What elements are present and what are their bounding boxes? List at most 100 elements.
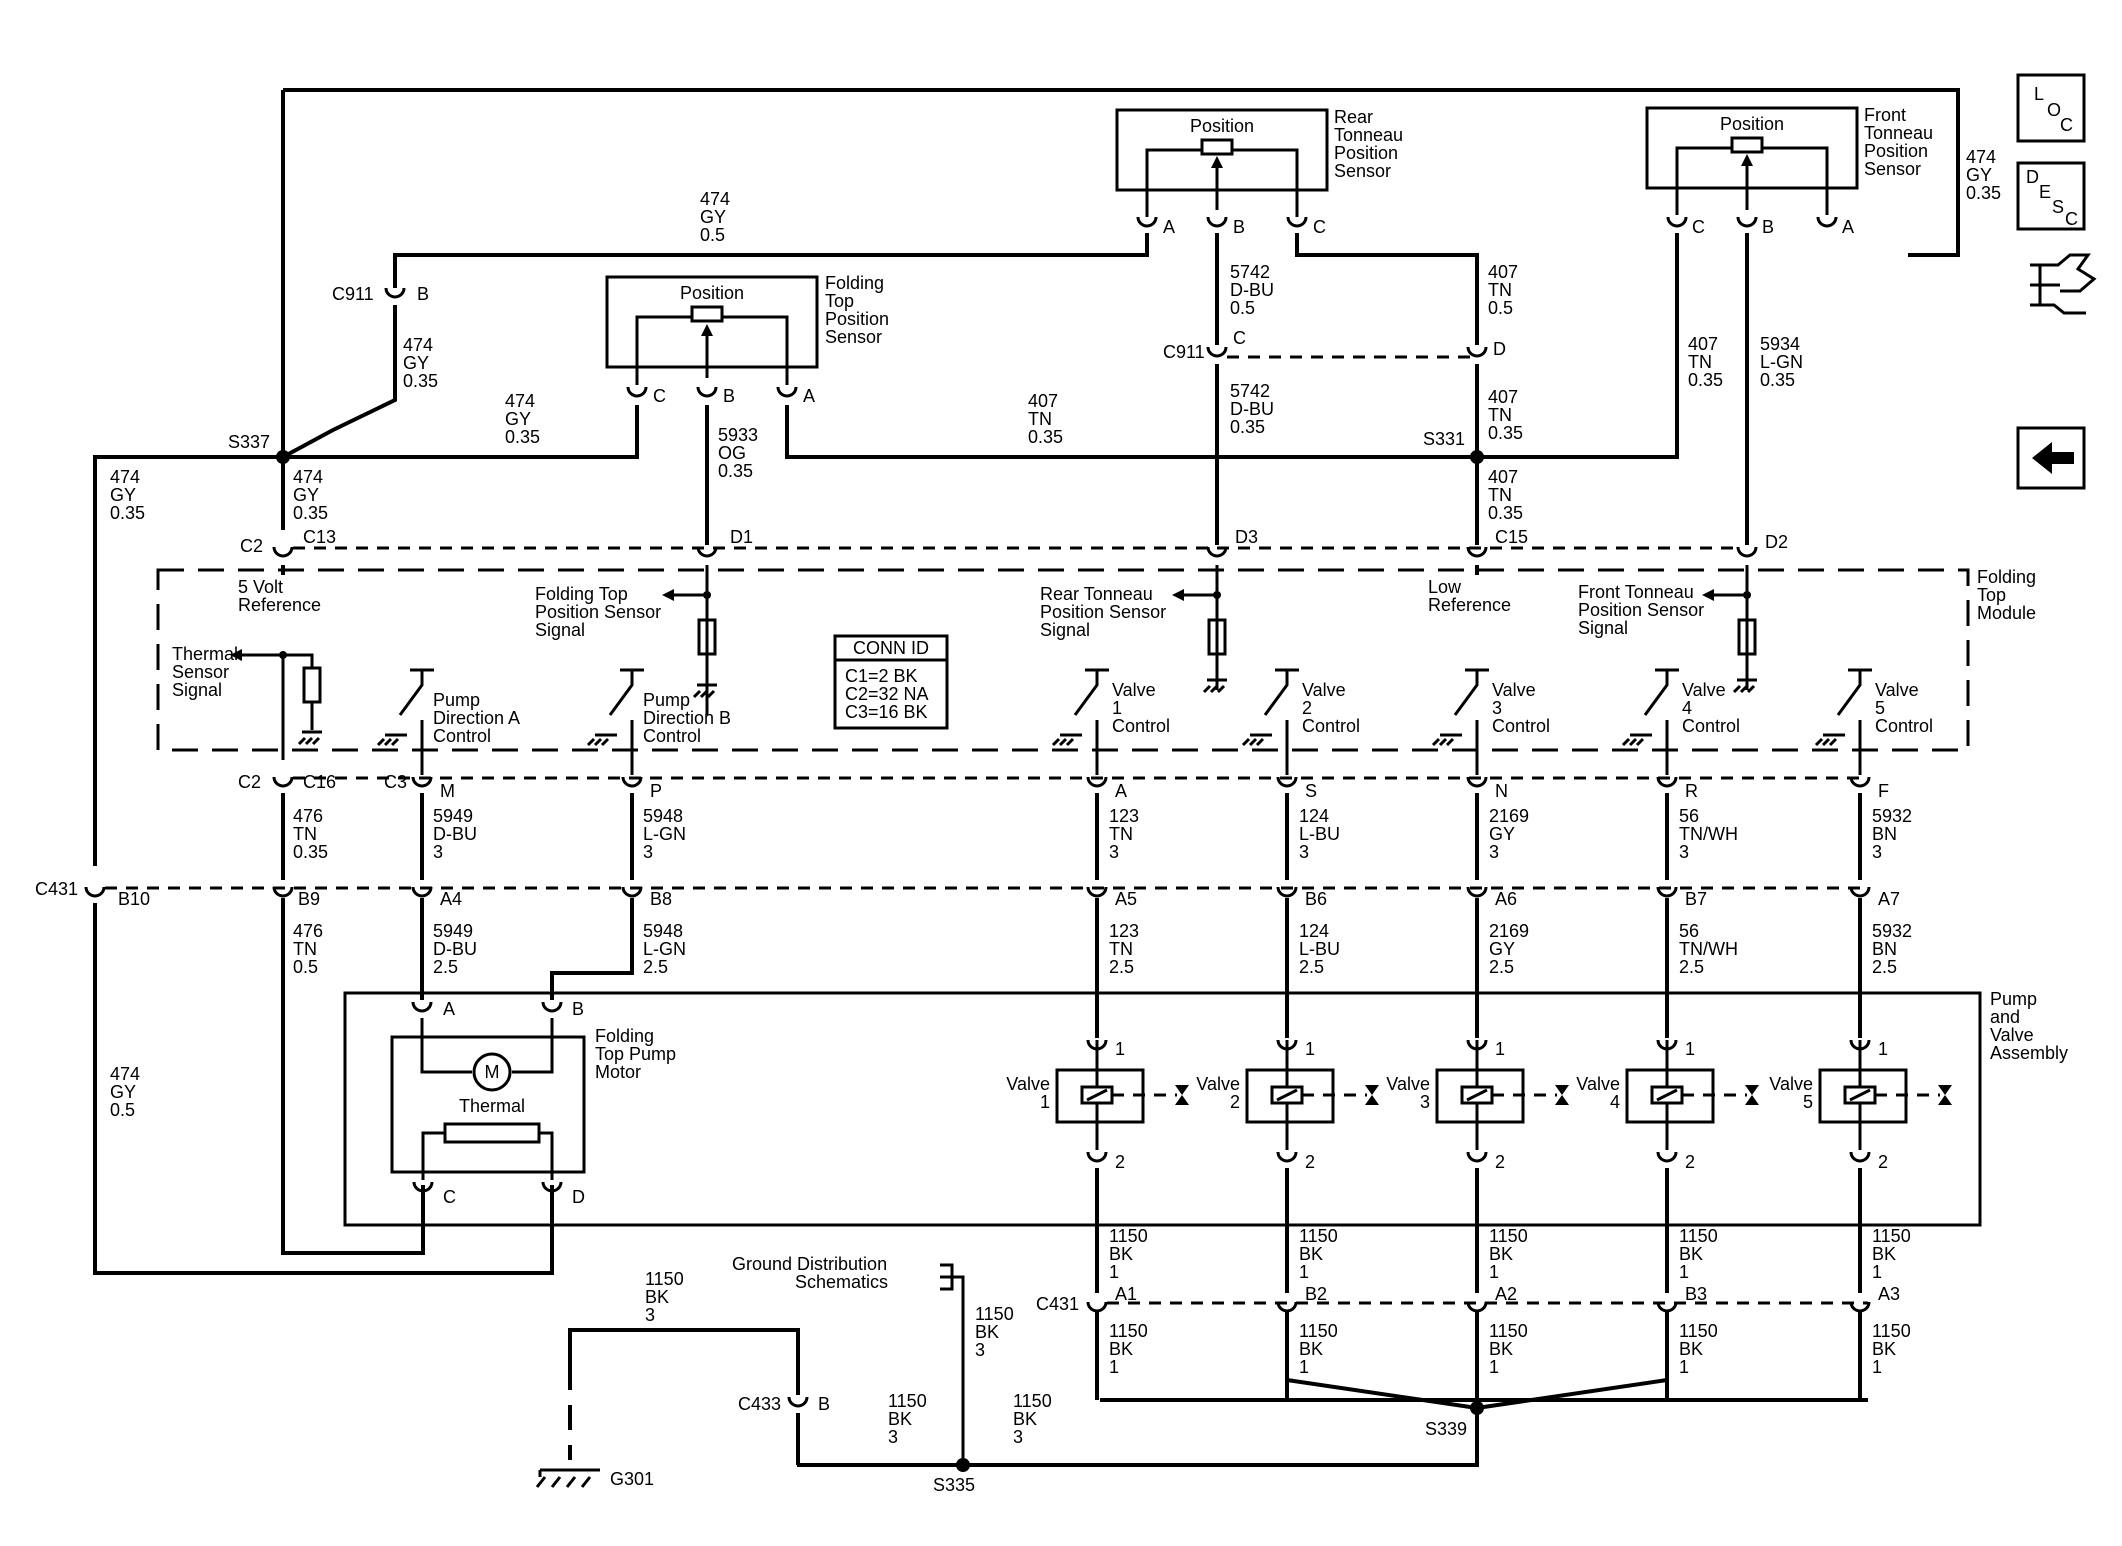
svg-text:0.35: 0.35 <box>1760 370 1795 390</box>
connector-hand-icon[interactable] <box>2030 253 2097 315</box>
svg-text:5949: 5949 <box>433 806 473 826</box>
svg-text:407: 407 <box>1028 391 1058 411</box>
svg-text:Signal: Signal <box>1040 620 1090 640</box>
svg-text:0.35: 0.35 <box>403 371 438 391</box>
svg-text:Signal: Signal <box>1578 618 1628 638</box>
wire-label: 56 <box>1679 921 1699 941</box>
svg-text:BK: BK <box>975 1322 999 1342</box>
module-bottom-connectors: C2 C16 C3 M P <box>238 772 1868 801</box>
svg-text:3: 3 <box>433 842 443 862</box>
wire-label: 1 <box>1872 1262 1882 1282</box>
svg-text:Motor: Motor <box>595 1062 641 1082</box>
wire-label: BK <box>1679 1339 1703 1359</box>
valve-name: 4 <box>1610 1092 1620 1112</box>
svg-text:GY: GY <box>110 485 136 505</box>
wire-label: 124 <box>1299 806 1329 826</box>
svg-text:3: 3 <box>645 1305 655 1325</box>
svg-text:474: 474 <box>293 467 323 487</box>
svg-text:0.35: 0.35 <box>110 503 145 523</box>
svg-text:Sensor: Sensor <box>825 327 882 347</box>
wire-label: 1150 <box>1489 1226 1528 1246</box>
wire-5949: 5949 D-BU 3 5949 D-BU 2.5 <box>420 793 477 1000</box>
svg-text:TN: TN <box>1028 409 1052 429</box>
svg-text:C13: C13 <box>303 527 336 547</box>
svg-text:0.35: 0.35 <box>293 842 328 862</box>
svg-text:C431: C431 <box>1036 1294 1079 1314</box>
wire-label: 2.5 <box>1489 957 1514 977</box>
svg-text:Tonneau: Tonneau <box>1864 123 1933 143</box>
svg-text:Assembly: Assembly <box>1990 1043 2068 1063</box>
wire-label: 5932 <box>1872 806 1912 826</box>
svg-text:C: C <box>2060 115 2073 135</box>
svg-text:Folding: Folding <box>595 1026 654 1046</box>
svg-text:5948: 5948 <box>643 921 683 941</box>
svg-text:BK: BK <box>1013 1409 1037 1429</box>
desc-button[interactable]: D E S C <box>2016 161 2086 231</box>
svg-text:0.35: 0.35 <box>1488 503 1523 523</box>
wire-label-474-front: 474 GY 0.35 <box>1966 147 2001 203</box>
svg-text:Front Tonneau: Front Tonneau <box>1578 582 1694 602</box>
valve-control-label: 2 <box>1302 698 1312 718</box>
svg-text:B: B <box>818 1394 830 1414</box>
svg-text:Folding: Folding <box>1977 567 2036 587</box>
folding-top-pump-motor: M Thermal A B C D Folding Top Pump Motor <box>390 999 676 1207</box>
svg-text:Top Pump: Top Pump <box>595 1044 676 1064</box>
svg-text:P: P <box>650 781 662 801</box>
c431-pin-label: A7 <box>1878 889 1900 909</box>
svg-text:E: E <box>2039 182 2051 202</box>
valves-group: Valve1ControlA123TN3A5123TN2.51Valve1211… <box>1006 668 1952 1400</box>
svg-text:Direction B: Direction B <box>643 708 731 728</box>
wire-label: 3 <box>1109 842 1119 862</box>
svg-text:Position: Position <box>1334 143 1398 163</box>
svg-text:Rear: Rear <box>1334 107 1373 127</box>
svg-text:A: A <box>1163 217 1175 237</box>
wire-474-top <box>281 88 1960 457</box>
svg-text:GY: GY <box>505 409 531 429</box>
svg-text:C2: C2 <box>238 772 261 792</box>
wire-474-s337-bus: S337 474 GY 0.35 474 GY 0.35 474 GY 0.35 <box>93 391 639 866</box>
wire-label: TN <box>1109 824 1133 844</box>
valve-pin-label: 1 <box>1685 1039 1695 1059</box>
back-arrow-button[interactable] <box>2016 426 2086 490</box>
c431-pin-label: B7 <box>1685 889 1707 909</box>
svg-text:407: 407 <box>1688 334 1718 354</box>
valve-control-label: Control <box>1875 716 1933 736</box>
c431-pin-label: A1 <box>1115 1284 1137 1304</box>
valve-name: Valve <box>1196 1074 1240 1094</box>
svg-text:474: 474 <box>110 1064 140 1084</box>
svg-text:G301: G301 <box>610 1469 654 1489</box>
svg-text:5948: 5948 <box>643 806 683 826</box>
wire-407: 407 TN 0.5 D 407 TN 0.35 S331 407 TN 0.3… <box>785 233 1723 545</box>
svg-text:Position: Position <box>1720 114 1784 134</box>
wire-label: 3 <box>1679 842 1689 862</box>
svg-text:0.5: 0.5 <box>1488 298 1513 318</box>
svg-text:Rear Tonneau: Rear Tonneau <box>1040 584 1153 604</box>
svg-text:Low: Low <box>1428 577 1462 597</box>
svg-text:D2: D2 <box>1765 532 1788 552</box>
svg-text:474: 474 <box>505 391 535 411</box>
svg-text:TN: TN <box>1488 485 1512 505</box>
svg-text:3: 3 <box>888 1427 898 1447</box>
svg-text:C2: C2 <box>240 536 263 556</box>
c431-pin-label: A5 <box>1115 889 1137 909</box>
svg-text:A: A <box>443 999 455 1019</box>
loc-button[interactable]: L O C <box>2016 73 2086 143</box>
wire-label: BK <box>1109 1244 1133 1264</box>
c431-ground-row: C431 <box>1036 1294 1868 1314</box>
svg-text:BK: BK <box>645 1287 669 1307</box>
wire-label: 2.5 <box>1109 957 1134 977</box>
valve-control-label: Valve <box>1682 680 1726 700</box>
svg-text:D: D <box>2026 167 2039 187</box>
svg-text:D-BU: D-BU <box>1230 280 1274 300</box>
svg-text:474: 474 <box>700 189 730 209</box>
svg-text:Folding: Folding <box>825 273 884 293</box>
valve-pin-label: 2 <box>1495 1152 1505 1172</box>
wire-label: 1150 <box>1109 1226 1148 1246</box>
valve-pin-label: R <box>1685 781 1698 801</box>
wire-label: 1150 <box>1872 1321 1911 1341</box>
svg-text:L-GN: L-GN <box>643 939 686 959</box>
ground-bus-s339: S339 <box>797 1378 1868 1467</box>
svg-text:407: 407 <box>1488 467 1518 487</box>
svg-text:Folding Top: Folding Top <box>535 584 628 604</box>
svg-text:0.35: 0.35 <box>1688 370 1723 390</box>
